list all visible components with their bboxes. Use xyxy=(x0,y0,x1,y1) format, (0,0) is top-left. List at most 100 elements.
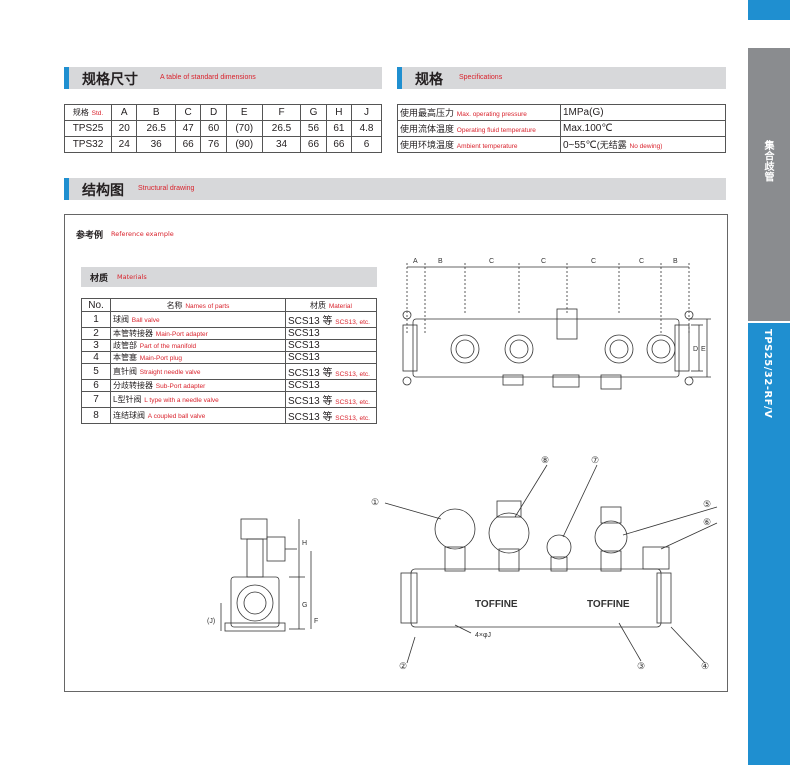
row-name: TPS25 xyxy=(64,120,112,137)
material: SCS13 等 xyxy=(288,316,333,327)
cell: 76 xyxy=(200,136,227,153)
part-name: 连结球阀 xyxy=(113,411,145,420)
spec-value: 0~55℃ xyxy=(563,140,597,151)
col-header: D xyxy=(200,104,227,121)
col-header: No. xyxy=(81,298,111,312)
col-header: F xyxy=(261,104,302,121)
cell: 6 xyxy=(351,136,382,153)
cell: 34 xyxy=(261,136,302,153)
side-tab-category[interactable]: 集合歧管 xyxy=(748,48,790,321)
dim-label-B: B xyxy=(673,258,678,265)
part-name: 直针阀 xyxy=(113,367,137,376)
col-header: 材质 xyxy=(310,300,327,310)
cell: 1 xyxy=(81,311,111,328)
part-name-en: Main-Port plug xyxy=(139,355,183,362)
table-row: 使用流体温度 Operating fluid temperature Max.1… xyxy=(397,120,726,137)
cell: 4.8 xyxy=(351,120,382,137)
cell: 66 xyxy=(174,136,202,153)
col-header: C xyxy=(174,104,202,121)
cell: 5 xyxy=(81,363,111,380)
col-header: J xyxy=(351,104,382,121)
dim-label-E: E xyxy=(701,346,706,353)
structure-title-en: Structural drawing xyxy=(138,185,195,192)
dimensions-section-header: 规格尺寸 A table of standard dimensions xyxy=(64,67,382,89)
part-name-en: Part of the manifold xyxy=(139,343,197,350)
cell: 8 xyxy=(81,407,111,424)
section-bar xyxy=(64,67,69,89)
cell: 6 xyxy=(81,379,111,392)
series-label: TPS25/32-RF/V xyxy=(762,329,773,419)
spec-label-en: Operating fluid temperature xyxy=(456,127,536,134)
specs-title: 规格 xyxy=(415,72,443,88)
dim-label-B: B xyxy=(438,258,443,265)
cell: 61 xyxy=(325,120,353,137)
col-header: H xyxy=(325,104,353,121)
cell: 56 xyxy=(300,120,327,137)
col-header: B xyxy=(136,104,176,121)
callout-7: ⑦ xyxy=(591,455,599,465)
row-name: TPS32 xyxy=(64,136,112,153)
cell: 66 xyxy=(325,136,353,153)
callout-6: ⑥ xyxy=(703,517,711,527)
cell: 3 xyxy=(81,339,111,352)
dimensions-title-en: A table of standard dimensions xyxy=(160,74,256,81)
material: SCS13 xyxy=(288,380,320,391)
side-tab-series[interactable]: TPS25/32-RF/V xyxy=(748,323,790,765)
std-label: 规格 xyxy=(72,108,89,117)
dim-label-C: C xyxy=(591,258,596,265)
structure-title: 结构图 xyxy=(82,183,124,199)
spec-label: 使用环境温度 xyxy=(400,140,455,150)
dim-label-A: A xyxy=(413,258,418,265)
callout-1: ① xyxy=(371,497,379,507)
dimensions-title: 规格尺寸 xyxy=(82,72,138,88)
side-view-drawing: H G F (J) xyxy=(207,518,318,632)
col-header-en: Names of parts xyxy=(185,302,230,310)
specs-title-en: Specifications xyxy=(459,74,503,81)
callout-5: ⑤ xyxy=(703,499,711,509)
spec-label-en: Max. operating pressure xyxy=(456,111,527,118)
structure-section-header: 结构图 Structural drawing xyxy=(64,178,726,200)
callout-2: ② xyxy=(399,661,407,671)
specs-section-header: 规格 Specifications xyxy=(397,67,726,89)
materials-header: 材质 Materials xyxy=(81,267,377,287)
dim-label-D: D xyxy=(693,346,698,353)
table-row: TPS25 20 26.5 47 60 (70) 26.5 56 61 4.8 xyxy=(64,120,382,137)
col-header: E xyxy=(225,104,263,121)
part-name-en: Main-Port adapter xyxy=(155,331,208,338)
cell: (90) xyxy=(225,136,263,153)
part-name: 本管塞 xyxy=(113,353,137,362)
spec-label-en: Ambient temperature xyxy=(456,143,518,150)
material: SCS13 等 xyxy=(288,412,333,423)
material: SCS13 xyxy=(288,328,320,339)
part-name-en: A coupled ball valve xyxy=(147,413,206,420)
top-view-drawing: A B C C C C B D E xyxy=(402,258,711,390)
part-name: L型针阀 xyxy=(113,395,142,404)
cell: 47 xyxy=(174,120,202,137)
material-en: SCS13, etc. xyxy=(335,399,370,406)
section-bar xyxy=(64,178,69,200)
table-row: 使用环境温度 Ambient temperature 0~55℃(无结露 No … xyxy=(397,136,726,153)
part-name: 分歧转接器 xyxy=(113,381,153,390)
spec-label: 使用最高压力 xyxy=(400,108,455,118)
material: SCS13 xyxy=(288,352,320,363)
col-header-en: Material xyxy=(328,302,352,310)
dim-label-C: C xyxy=(489,258,494,265)
spec-note: (无结露 xyxy=(596,140,627,150)
dim-label-H: H xyxy=(302,540,307,547)
cell: 7 xyxy=(81,391,111,408)
col-header: G xyxy=(300,104,327,121)
materials-header-row: No. 名称 Names of parts 材质 Material xyxy=(81,298,377,312)
cell: 2 xyxy=(81,327,111,340)
material-en: SCS13, etc. xyxy=(335,319,370,326)
dim-label-F: F xyxy=(314,618,318,625)
part-name-en: L type with a needle valve xyxy=(144,397,219,404)
dimensions-header-row: 规格 Std. A B C D E F G H J xyxy=(64,104,382,121)
hole-label: 4×φJ xyxy=(475,632,491,639)
part-name-en: Sub-Port adapter xyxy=(155,383,206,390)
